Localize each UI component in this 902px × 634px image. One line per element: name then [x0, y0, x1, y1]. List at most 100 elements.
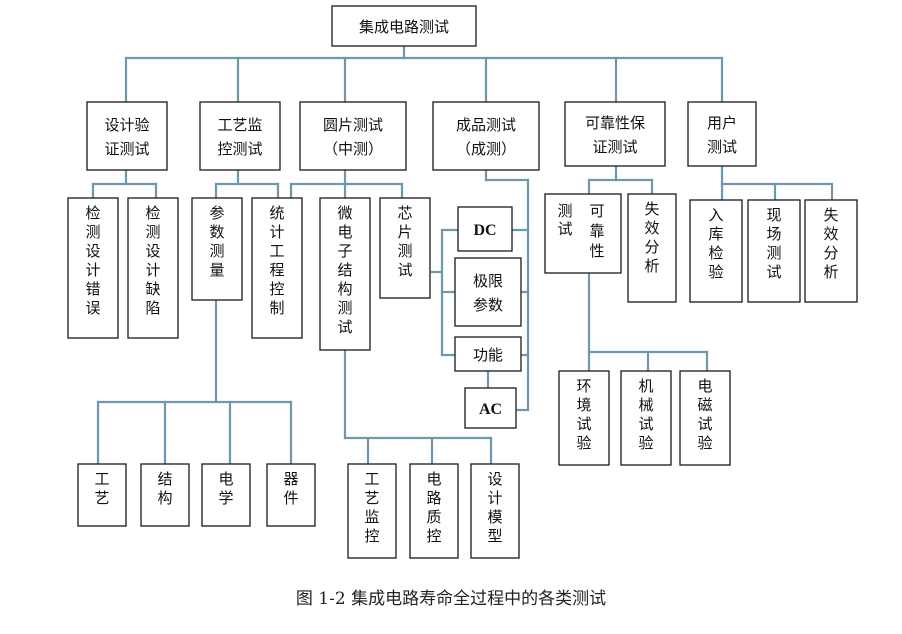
svg-text:数: 数	[209, 223, 224, 241]
node-n3: 圆片测试（中测）	[299, 101, 407, 171]
svg-text:析: 析	[644, 257, 659, 275]
svg-text:极限: 极限	[473, 272, 503, 290]
svg-text:现: 现	[766, 206, 781, 224]
svg-text:检: 检	[85, 204, 100, 222]
svg-text:芯: 芯	[397, 204, 412, 222]
svg-text:电: 电	[337, 223, 352, 241]
svg-text:型: 型	[487, 527, 502, 545]
svg-text:（成测）: （成测）	[456, 140, 516, 158]
svg-text:库: 库	[708, 225, 723, 243]
svg-text:验: 验	[697, 434, 712, 452]
svg-text:证测试: 证测试	[592, 138, 637, 156]
svg-text:工: 工	[364, 470, 379, 488]
node-box	[127, 197, 179, 339]
svg-text:测: 测	[337, 299, 352, 317]
svg-text:计: 计	[85, 261, 100, 279]
svg-text:设计验: 设计验	[104, 116, 149, 134]
svg-text:控: 控	[269, 280, 284, 298]
svg-text:测: 测	[766, 244, 781, 262]
svg-text:测: 测	[85, 223, 100, 241]
node-box	[191, 197, 243, 301]
svg-text:艺: 艺	[364, 489, 379, 507]
svg-text:计: 计	[269, 223, 284, 241]
node-box	[86, 101, 168, 171]
svg-text:机: 机	[638, 377, 653, 395]
svg-text:质: 质	[426, 508, 441, 526]
node-box	[457, 206, 513, 252]
node-n2a2: 结构	[140, 463, 190, 527]
node-box	[464, 387, 517, 429]
node-box	[140, 463, 190, 527]
svg-text:境: 境	[576, 396, 591, 414]
svg-text:电: 电	[218, 470, 233, 488]
svg-text:错: 错	[85, 280, 100, 298]
node-box	[747, 199, 801, 303]
svg-text:构: 构	[337, 280, 352, 298]
svg-text:控测试: 控测试	[217, 140, 262, 158]
svg-text:成品测试: 成品测试	[456, 116, 516, 134]
node-n4a: DC	[457, 206, 513, 252]
svg-text:试: 试	[557, 220, 572, 238]
svg-text:模: 模	[487, 508, 502, 526]
svg-text:控: 控	[426, 527, 441, 545]
svg-text:失: 失	[644, 200, 659, 218]
svg-text:误: 误	[85, 299, 100, 317]
node-box	[77, 463, 127, 527]
node-box	[299, 101, 407, 171]
node-n4c: 功能	[454, 336, 522, 372]
node-n2a4: 器件	[266, 463, 316, 527]
svg-text:验: 验	[576, 434, 591, 452]
node-n4: 成品测试 （成测）	[432, 101, 540, 171]
svg-text:靠: 靠	[589, 222, 604, 240]
svg-text:构: 构	[157, 489, 172, 507]
svg-text:子: 子	[337, 242, 352, 260]
node-box	[544, 193, 622, 274]
svg-text:验: 验	[708, 263, 723, 281]
node-box	[432, 101, 540, 171]
node-box	[689, 199, 743, 303]
node-box	[67, 197, 119, 339]
svg-text:析: 析	[823, 263, 838, 281]
node-box	[319, 197, 371, 351]
figure-caption: 图 1-2 集成电路寿命全过程中的各类测试	[295, 589, 607, 609]
svg-text:（中测）: （中测）	[323, 140, 383, 158]
svg-text:工: 工	[269, 242, 284, 260]
svg-text:效: 效	[644, 219, 659, 237]
svg-text:环: 环	[576, 377, 591, 395]
svg-text:用户: 用户	[707, 114, 737, 132]
svg-text:测: 测	[145, 223, 160, 241]
svg-text:工: 工	[94, 470, 109, 488]
svg-text:工艺监: 工艺监	[217, 116, 262, 134]
svg-text:械: 械	[638, 396, 653, 414]
node-box	[804, 199, 858, 303]
node-box	[454, 336, 522, 372]
svg-text:计: 计	[145, 261, 160, 279]
svg-text:失: 失	[823, 206, 838, 224]
node-box	[347, 463, 397, 559]
node-box	[409, 463, 459, 559]
svg-text:器: 器	[283, 470, 298, 488]
svg-text:分: 分	[644, 238, 659, 256]
svg-text:集成电路测试: 集成电路测试	[359, 18, 449, 36]
svg-text:艺: 艺	[94, 489, 109, 507]
node-boxes: 集成电路测试设计验证测试工艺监控测试圆片测试（中测）成品测试（成测）可靠性保证测…	[67, 5, 858, 559]
svg-text:试: 试	[697, 415, 712, 433]
node-box	[470, 463, 520, 559]
node-box	[454, 257, 522, 327]
node-box	[266, 463, 316, 527]
svg-text:DC: DC	[473, 222, 496, 239]
node-box	[251, 197, 303, 339]
